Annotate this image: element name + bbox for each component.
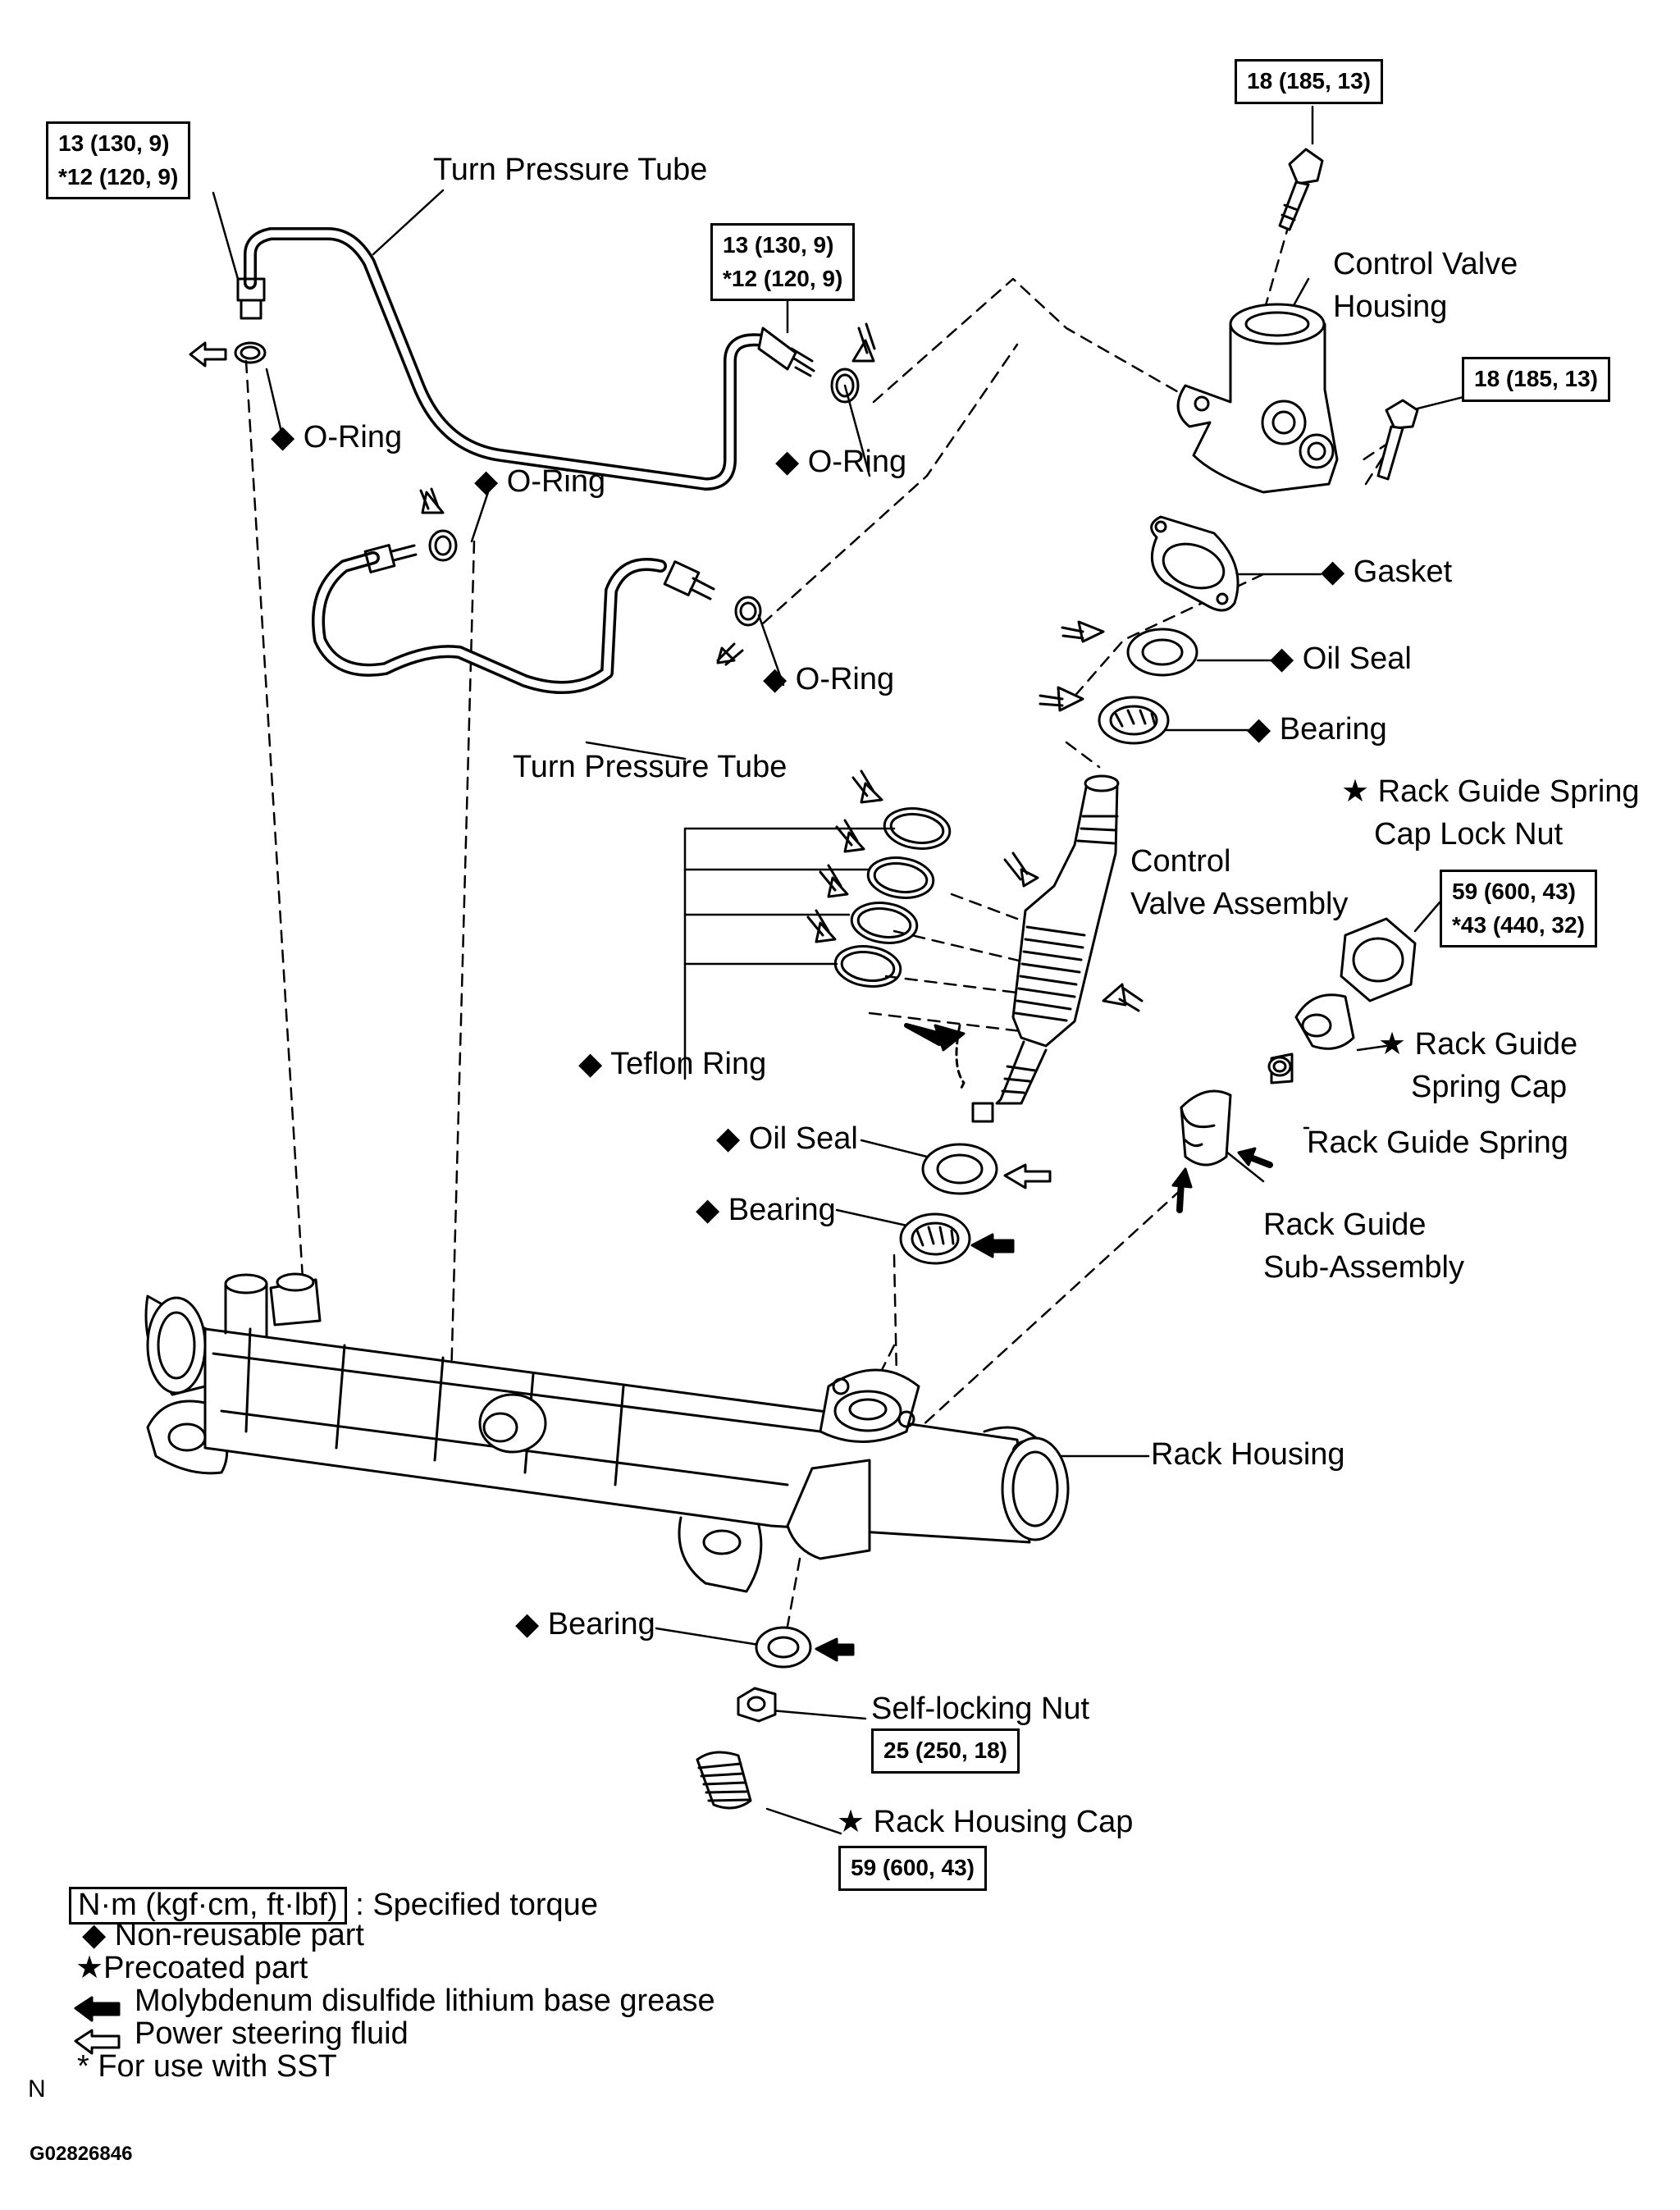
label-o-ring-4: ◆ O-Ring bbox=[763, 662, 895, 696]
torque-box-tube-left: 13 (130, 9) *12 (120, 9) bbox=[46, 121, 191, 200]
torque-value-sst: *12 (120, 9) bbox=[723, 265, 843, 291]
teflon-rings bbox=[833, 807, 952, 988]
label-o-ring-2: ◆ O-Ring bbox=[775, 445, 907, 479]
turn-pressure-tube-bottom bbox=[312, 544, 715, 694]
label-control-valve-housing-2: Housing bbox=[1333, 290, 1448, 324]
label-rack-guide-sub-assembly-1: Rack Guide bbox=[1263, 1208, 1427, 1242]
label-control-valve-housing-1: Control Valve bbox=[1333, 247, 1518, 281]
label-self-locking-nut: Self-locking Nut bbox=[871, 1692, 1090, 1726]
torque-box-right-bolt: 18 (185, 13) bbox=[1462, 357, 1610, 402]
torque-value: 25 (250, 18) bbox=[883, 1737, 1007, 1763]
label-rack-guide-spring: Rack Guide Spring bbox=[1307, 1126, 1568, 1160]
torque-value: 59 (600, 43) bbox=[1452, 879, 1576, 904]
torque-value: 13 (130, 9) bbox=[723, 232, 834, 258]
label-bearing-top: ◆ Bearing bbox=[1247, 712, 1387, 747]
torque-value: 18 (185, 13) bbox=[1474, 366, 1598, 391]
upper-seal-stack bbox=[1098, 515, 1239, 745]
control-valve-housing bbox=[1176, 303, 1339, 494]
torque-box-lock-nut: 59 (600, 43) *43 (440, 32) bbox=[1440, 870, 1597, 948]
fluid-arrow-icon bbox=[74, 2029, 121, 2055]
label-bearing-mid: ◆ Bearing bbox=[696, 1193, 836, 1227]
north-mark: N bbox=[28, 2075, 46, 2103]
label-o-ring-1: ◆ O-Ring bbox=[271, 420, 403, 454]
turn-pressure-tube-top bbox=[236, 227, 815, 491]
label-gasket: ◆ Gasket bbox=[1321, 555, 1453, 589]
label-rack-guide-spring-cap-lock-nut-2: Cap Lock Nut bbox=[1374, 817, 1564, 852]
rack-guide-components bbox=[1267, 917, 1417, 1084]
lower-parts bbox=[696, 1626, 812, 1810]
label-teflon-ring: ◆ Teflon Ring bbox=[578, 1047, 767, 1081]
legend-sst: * For use with SST bbox=[77, 2049, 337, 2084]
legend-fluid: Power steering fluid bbox=[135, 2016, 409, 2051]
control-valve-assembly bbox=[955, 774, 1120, 1123]
torque-box-rack-housing-cap: 59 (600, 43) bbox=[838, 1846, 987, 1891]
label-turn-pressure-tube-bottom: Turn Pressure Tube bbox=[513, 750, 788, 784]
label-control-valve-assembly-1: Control bbox=[1130, 844, 1231, 879]
legend-grease: Molybdenum disulfide lithium base grease bbox=[135, 1984, 715, 2018]
rack-housing bbox=[144, 1272, 1070, 1593]
figure-code: G02826846 bbox=[30, 2143, 133, 2165]
grease-arrows bbox=[815, 1023, 1273, 1662]
tube-o-rings bbox=[234, 341, 860, 627]
assembly-dashed-lines bbox=[244, 183, 1396, 1651]
torque-value-sst: *43 (440, 32) bbox=[1452, 911, 1585, 938]
legend-non-reusable: ◆ Non-reusable part bbox=[82, 1918, 364, 1952]
torque-box-tube-mid: 13 (130, 9) *12 (120, 9) bbox=[710, 223, 856, 302]
mid-seal-stack bbox=[899, 1143, 998, 1265]
torque-value-sst: *12 (120, 9) bbox=[58, 163, 179, 189]
label-bearing-bottom: ◆ Bearing bbox=[515, 1607, 655, 1642]
torque-value: 59 (600, 43) bbox=[851, 1855, 975, 1880]
label-o-ring-3: ◆ O-Ring bbox=[474, 464, 606, 499]
label-rack-housing: Rack Housing bbox=[1151, 1437, 1345, 1472]
housing-bolts bbox=[1278, 148, 1419, 481]
torque-value: 13 (130, 9) bbox=[58, 130, 170, 156]
torque-box-top-bolt: 18 (185, 13) bbox=[1235, 59, 1383, 104]
legend-torque-desc: : Specified torque bbox=[355, 1888, 598, 1922]
label-oil-seal-top: ◆ Oil Seal bbox=[1270, 642, 1412, 676]
label-rack-guide-spring-cap-2: Spring Cap bbox=[1411, 1070, 1568, 1104]
legend-arrow-icons bbox=[74, 1996, 121, 2055]
label-rack-guide-spring-cap-1: ★ Rack Guide bbox=[1378, 1027, 1578, 1062]
grease-arrow-icon bbox=[74, 1996, 121, 2022]
label-oil-seal-mid: ◆ Oil Seal bbox=[716, 1121, 858, 1156]
label-rack-guide-sub-assembly-2: Sub-Assembly bbox=[1263, 1250, 1464, 1285]
label-control-valve-assembly-2: Valve Assembly bbox=[1130, 887, 1349, 921]
label-turn-pressure-tube-top: Turn Pressure Tube bbox=[433, 153, 708, 187]
legend-precoated: ★Precoated part bbox=[75, 1951, 308, 1985]
legend: N·m (kgf·cm, ft·lbf) : Specified torque … bbox=[69, 1887, 715, 2084]
legend-torque-box: N·m (kgf·cm, ft·lbf) bbox=[69, 1887, 347, 1925]
label-rack-housing-cap: ★ Rack Housing Cap bbox=[837, 1805, 1134, 1839]
teflon-ring-bracket bbox=[683, 827, 896, 1080]
legend-torque-row: N·m (kgf·cm, ft·lbf) : Specified torque bbox=[69, 1887, 715, 1925]
fluid-arrows bbox=[189, 322, 1144, 1189]
torque-value: 18 (185, 13) bbox=[1247, 68, 1371, 94]
torque-box-self-locking-nut: 25 (250, 18) bbox=[871, 1728, 1020, 1774]
rack-guide-sub-assembly bbox=[1180, 1089, 1232, 1167]
label-rack-guide-spring-cap-lock-nut-1: ★ Rack Guide Spring bbox=[1341, 774, 1640, 809]
